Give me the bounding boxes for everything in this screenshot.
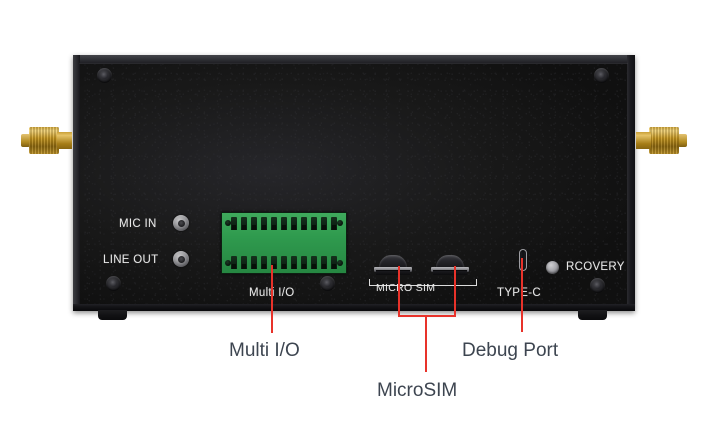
callout-line-debug-port: [521, 258, 523, 332]
sma-right-neck: [636, 132, 651, 149]
terminal-hole-top-left: [225, 220, 231, 226]
terminal-pin-row-bottom: [231, 256, 337, 269]
callout-line-microsim-bridge: [398, 315, 456, 317]
terminal-pin: [331, 217, 337, 230]
chassis-top-bevel: [73, 55, 635, 64]
screw-bottom-right: [590, 278, 605, 293]
terminal-pin: [231, 217, 237, 230]
terminal-pin: [331, 256, 337, 269]
terminal-pin-row-top: [231, 217, 337, 230]
label-line-out: LINE OUT: [103, 254, 159, 266]
chassis-body: [73, 55, 635, 311]
terminal-hole-bottom-right: [337, 260, 343, 266]
terminal-pin: [271, 217, 277, 230]
screw-bottom-middle: [320, 276, 335, 291]
sma-antenna-left: [21, 123, 75, 157]
terminal-pin: [291, 217, 297, 230]
terminal-pin: [231, 256, 237, 269]
terminal-pin: [281, 217, 287, 230]
terminal-pin: [281, 256, 287, 269]
chassis-foot-right: [578, 310, 607, 320]
device-enclosure: MIC IN LINE OUT: [21, 55, 687, 320]
terminal-pin: [321, 217, 327, 230]
sma-left-barrel: [29, 127, 59, 154]
label-recovery: RCOVERY: [566, 261, 625, 273]
micro-sim-slot-1: [374, 255, 412, 276]
sim-slot-2-dome: [436, 255, 464, 269]
sma-antenna-right: [633, 123, 687, 157]
sma-left-tip: [21, 134, 30, 147]
label-mic-in: MIC IN: [119, 218, 157, 230]
screw-top-left: [97, 68, 112, 83]
label-type-c: TYPE-C: [497, 287, 541, 299]
sma-right-tip: [678, 134, 687, 147]
callout-line-microsim-stem: [425, 315, 427, 372]
terminal-pin: [241, 217, 247, 230]
screw-bottom-left: [106, 276, 121, 291]
terminal-pin: [251, 256, 257, 269]
callout-label-multi-io: Multi I/O: [229, 340, 300, 361]
terminal-pin: [261, 256, 267, 269]
multi-io-terminal-block: [221, 212, 347, 274]
micro-sim-slot-2: [431, 255, 469, 276]
sma-right-barrel: [649, 127, 679, 154]
line-out-jack: [173, 251, 189, 267]
terminal-hole-top-right: [337, 220, 343, 226]
terminal-pin: [321, 256, 327, 269]
terminal-pin: [301, 217, 307, 230]
callout-line-multi-io: [271, 265, 273, 333]
chassis-left-bevel: [73, 55, 80, 311]
sim-slot-2-base: [433, 271, 467, 275]
terminal-pin: [251, 217, 257, 230]
callout-line-microsim-left: [398, 266, 400, 316]
callout-line-microsim-right: [454, 266, 456, 316]
terminal-pin: [301, 256, 307, 269]
callout-label-debug-port: Debug Port: [462, 340, 559, 361]
terminal-pin: [271, 256, 277, 269]
callout-label-microsim: MicroSIM: [377, 380, 458, 401]
terminal-pin: [311, 217, 317, 230]
chassis-bottom-bevel: [73, 304, 635, 311]
sim-slot-1-base: [376, 271, 410, 275]
sma-left-neck: [57, 132, 72, 149]
type-c-port: [519, 249, 527, 271]
terminal-pin: [291, 256, 297, 269]
screw-top-right: [594, 68, 609, 83]
chassis-foot-left: [98, 310, 127, 320]
terminal-pin: [261, 217, 267, 230]
recovery-button[interactable]: [546, 261, 559, 274]
label-micro-sim: MICRO SIM: [376, 282, 436, 294]
terminal-pin: [241, 256, 247, 269]
chassis-right-bevel: [627, 55, 635, 311]
mic-in-jack: [173, 215, 189, 231]
sim-slot-1-dome: [379, 255, 407, 269]
micro-sim-bracket: [369, 279, 477, 286]
terminal-pin: [311, 256, 317, 269]
terminal-hole-bottom-left: [225, 260, 231, 266]
